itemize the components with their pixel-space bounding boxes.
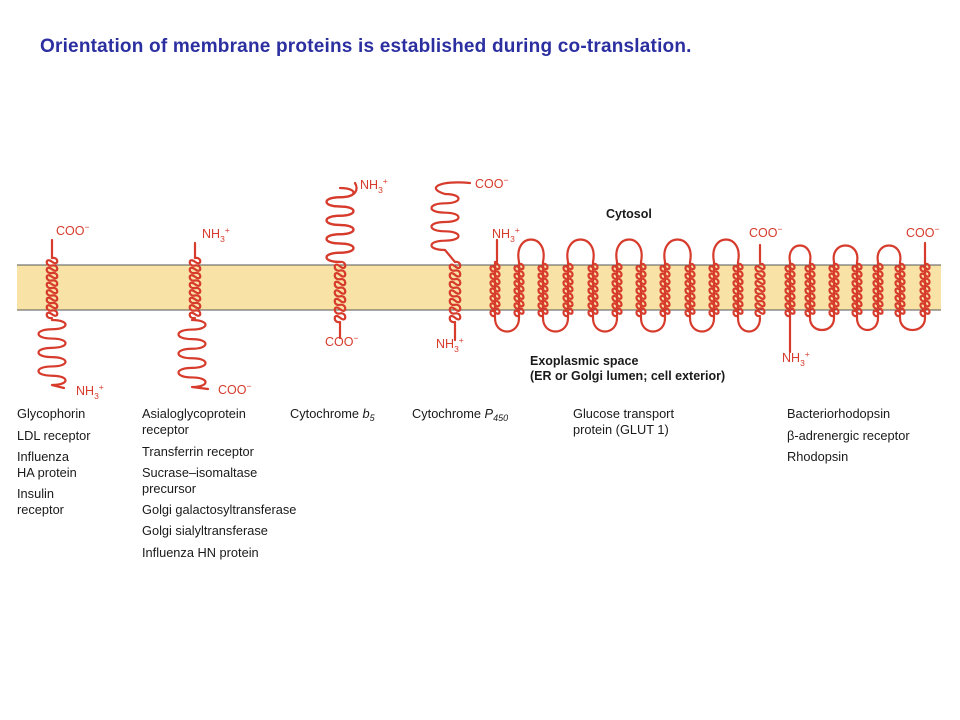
glut-helix bbox=[587, 262, 599, 318]
glut-helix bbox=[489, 262, 501, 318]
bacterio-n-terminus: NH3+ bbox=[782, 349, 810, 368]
bacterio-helix bbox=[919, 262, 931, 318]
p450-cytosol-coil bbox=[430, 192, 460, 264]
asialo-c-terminus: COO− bbox=[218, 381, 251, 397]
caption-line: Sucrase–isomaltase bbox=[142, 465, 257, 480]
glycophorin-lumen-coil bbox=[37, 318, 67, 390]
bacterio-helix bbox=[872, 262, 884, 318]
caption-line: Glycophorin bbox=[17, 406, 85, 421]
glut-helix bbox=[635, 262, 647, 318]
caption-line: Influenza bbox=[17, 449, 70, 464]
bacterio-helix bbox=[804, 262, 816, 318]
slide-title: Orientation of membrane proteins is esta… bbox=[40, 36, 692, 57]
glut-helix bbox=[513, 262, 525, 318]
glut-backbone bbox=[493, 238, 762, 333]
cytb5-n-terminus: NH3+ bbox=[360, 176, 388, 195]
p450-c-terminus: COO− bbox=[475, 175, 508, 191]
caption-line: receptor bbox=[17, 502, 65, 517]
cytb5-c-terminus: COO− bbox=[325, 333, 358, 349]
asialo-helix bbox=[188, 256, 202, 320]
glut-c-terminus: COO− bbox=[749, 224, 782, 240]
bacterio-c-terminus: COO− bbox=[906, 224, 939, 240]
caption-line: protein (GLUT 1) bbox=[573, 422, 669, 437]
glut-helix bbox=[754, 262, 766, 318]
caption-line: Golgi sialyltransferase bbox=[142, 523, 268, 538]
glut-n-terminus: NH3+ bbox=[492, 225, 520, 244]
glycophorin-n-terminus: NH3+ bbox=[76, 382, 104, 401]
caption-line: Asialoglycoprotein bbox=[142, 406, 246, 421]
exoplasmic-space-detail: (ER or Golgi lumen; cell exterior) bbox=[530, 369, 725, 383]
caption-line: β-adrenergic receptor bbox=[787, 428, 910, 443]
membrane-bilayer bbox=[17, 265, 941, 310]
caption-glycophorin-group: Glycophorin LDL receptor Influenza HA pr… bbox=[17, 406, 91, 517]
glut-helix bbox=[562, 262, 574, 318]
caption-line: Golgi galactosyltransferase bbox=[142, 502, 296, 517]
caption-line: Glucose transport bbox=[573, 406, 674, 421]
p450-c-tail bbox=[434, 181, 472, 196]
caption-bacterio-group: Bacteriorhodopsin β-adrenergic receptor … bbox=[787, 406, 910, 464]
caption-line: precursor bbox=[142, 481, 197, 496]
protein-chains bbox=[37, 181, 931, 391]
cytb5-cytosol-coil bbox=[325, 186, 355, 264]
bacterio-helix bbox=[851, 262, 863, 318]
asialo-n-terminus: NH3+ bbox=[202, 225, 230, 244]
caption-asialo-group: Asialoglycoprotein receptor Transferrin … bbox=[142, 406, 296, 560]
caption-line: Influenza HN protein bbox=[142, 545, 259, 560]
asialo-lumen-coil bbox=[177, 318, 210, 391]
glut-helix bbox=[732, 262, 744, 318]
caption-line: receptor bbox=[142, 422, 190, 437]
cytosol-label: Cytosol bbox=[606, 207, 652, 221]
exoplasmic-space-label: Exoplasmic space bbox=[530, 354, 638, 368]
glut-helix bbox=[708, 262, 720, 318]
caption-line: LDL receptor bbox=[17, 428, 91, 443]
caption-line: Rhodopsin bbox=[787, 449, 848, 464]
caption-glut-group: Glucose transport protein (GLUT 1) bbox=[573, 406, 674, 437]
caption-line: Bacteriorhodopsin bbox=[787, 406, 890, 421]
caption-line: HA protein bbox=[17, 465, 77, 480]
p450-helix bbox=[448, 260, 462, 342]
glut-helix bbox=[537, 262, 549, 318]
glycophorin-helix bbox=[45, 256, 59, 320]
p450-n-terminus: NH3+ bbox=[436, 335, 464, 354]
caption-line: Insulin bbox=[17, 486, 54, 501]
glut-helix bbox=[659, 262, 671, 318]
glut-helix bbox=[684, 262, 696, 318]
bacterio-helix bbox=[894, 262, 906, 318]
caption-cytochrome-b5: Cytochrome b5 bbox=[290, 406, 376, 423]
caption-line: Transferrin receptor bbox=[142, 444, 255, 459]
glycophorin-c-terminus: COO− bbox=[56, 222, 89, 238]
bacterio-helix bbox=[828, 262, 840, 318]
glut-helix bbox=[611, 262, 623, 318]
cytb5-helix bbox=[333, 260, 347, 340]
caption-cytochrome-p450: Cytochrome P450 bbox=[412, 406, 508, 423]
bacterio-helix bbox=[784, 262, 796, 318]
